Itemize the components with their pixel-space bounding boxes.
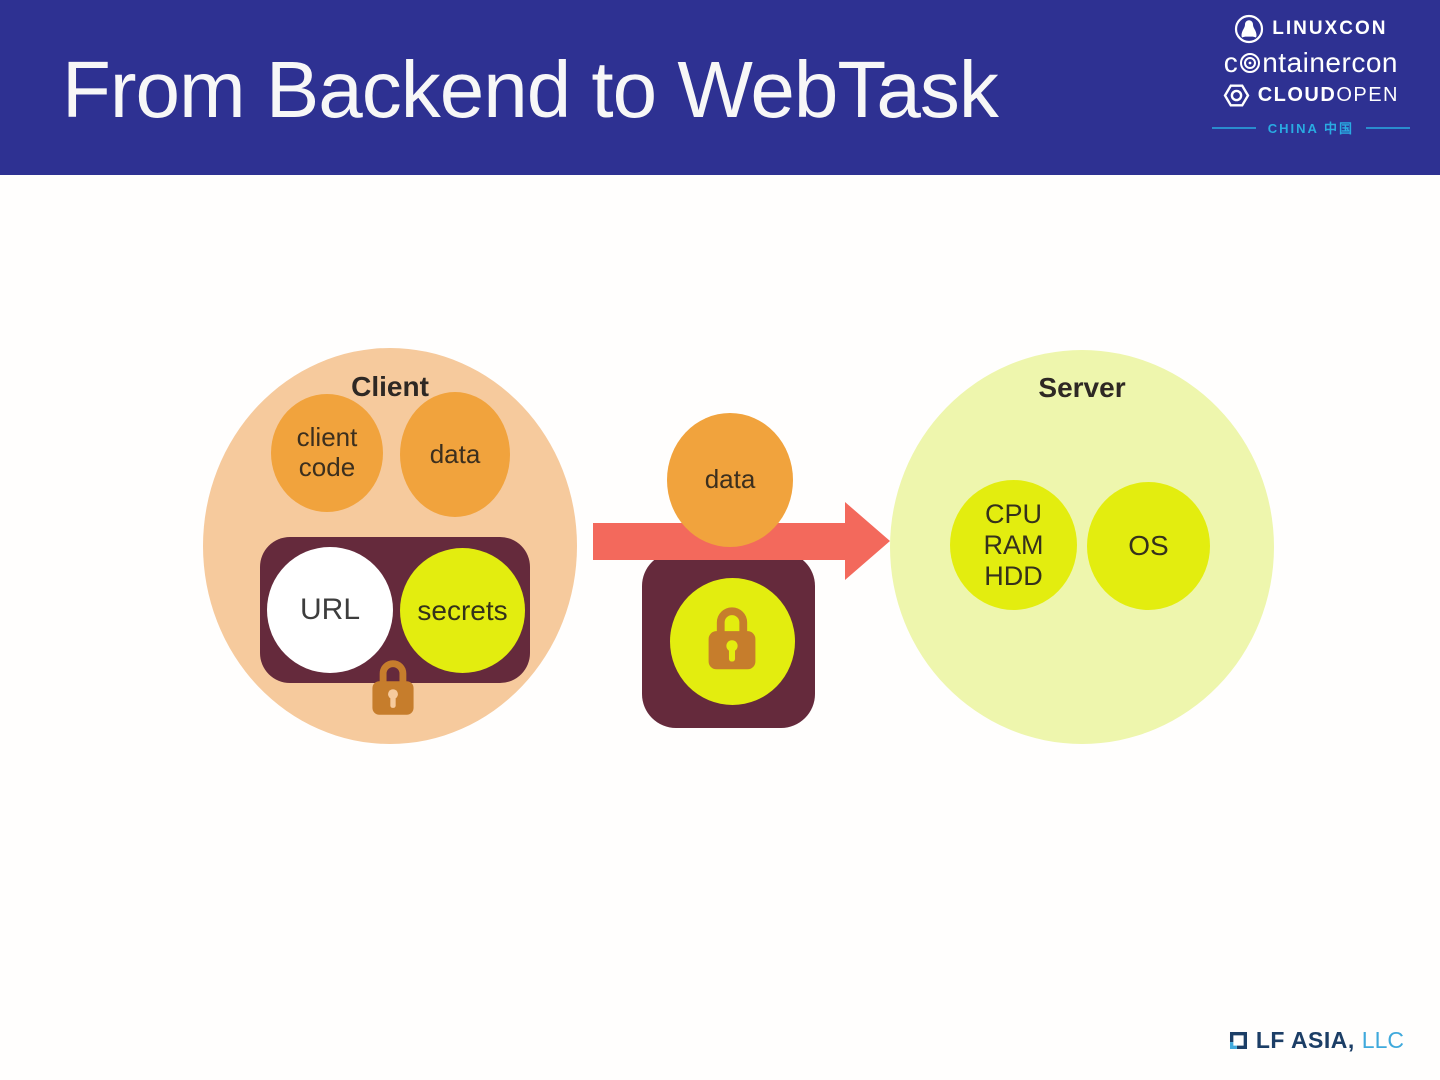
china-divider-right [1366,126,1410,129]
containercon-rest: ntainercon [1262,47,1398,78]
secrets-bubble: secrets [400,548,525,673]
server-circle [890,350,1274,744]
resource-ram: RAM [983,529,1044,560]
hex-nut-icon [1223,84,1250,107]
lf-asia-logo: LF ASIA, LLC [1228,1027,1404,1054]
transfer-lock-icon [708,607,756,670]
linuxcon-logo: LINUXCON [1234,14,1387,44]
china-divider-left [1211,126,1256,129]
client-data-bubble: data [400,392,510,517]
penguin-icon [1235,14,1264,44]
containercon-logo: c ntainercon [1224,49,1398,77]
url-bubble: URL [267,547,393,673]
cloudopen-light-label: OPEN [1336,84,1399,106]
containercon-prefix: c [1223,47,1239,78]
lf-asia-llc-label: LLC [1361,1027,1404,1053]
server-title: Server [1038,372,1126,403]
container-rings-icon [1240,53,1261,73]
client-lock-icon [372,660,414,715]
resource-hdd: HDD [984,560,1043,591]
resource-cpu: CPU [984,498,1042,529]
lf-asia-company-label: LF ASIA, [1255,1027,1355,1053]
server-resources-bubble: CPU RAM HDD [950,480,1077,610]
china-banner: CHINA 中国 [1211,118,1410,137]
lf-asia-square-icon [1229,1031,1247,1050]
slide-header: From Backend to WebTask LINUXCON c ntain… [0,0,1440,175]
china-label: CHINA 中国 [1267,121,1354,136]
client-title: Client [351,371,429,402]
server-os-bubble: OS [1087,482,1210,610]
page-title: From Backend to WebTask [62,45,999,134]
cloudopen-bold-label: CLOUD [1257,84,1337,106]
client-code-bubble: client code [271,394,383,512]
linuxcon-label: LINUXCON [1272,18,1388,39]
transfer-data-bubble: data [667,413,793,547]
